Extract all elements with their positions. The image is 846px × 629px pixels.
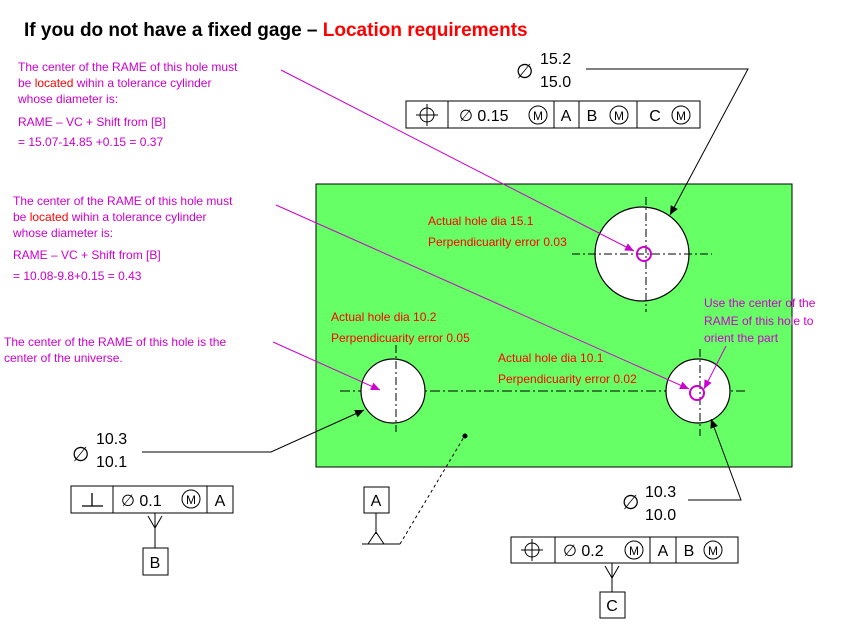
right-hole [665, 358, 731, 424]
page-title: If you do not have a fixed gage – Locati… [24, 20, 528, 41]
svg-text:B: B [587, 108, 598, 125]
leader-note-orient [703, 345, 727, 390]
leader-dim-big-hole [586, 68, 749, 216]
svg-text:10.3: 10.3 [96, 431, 127, 448]
svg-text:B: B [150, 555, 161, 572]
actual-big-hole: Actual hole dia 15.1 Perpendicuarity err… [428, 214, 567, 249]
svg-text:RAME – VC + Shift from [B]: RAME – VC + Shift from [B] [13, 248, 161, 262]
svg-text:The center of the RAME of this: The center of the RAME of this hole must [13, 194, 233, 208]
leader-dim-right-hole [688, 418, 742, 501]
svg-text:Perpendicuarity error 0.05: Perpendicuarity error 0.05 [331, 331, 470, 345]
svg-text:be located wihin a tolerance c: be located wihin a tolerance cylinder [18, 76, 211, 90]
svg-text:∅ 0.15: ∅ 0.15 [459, 108, 509, 125]
svg-text:M: M [533, 109, 543, 123]
position-icon [521, 539, 543, 561]
svg-text:∅ 0.2: ∅ 0.2 [563, 543, 604, 560]
actual-right-hole: Actual hole dia 10.1 Perpendicuarity err… [498, 351, 637, 386]
svg-text:Perpendicuarity error 0.02: Perpendicuarity error 0.02 [498, 372, 637, 386]
svg-text:M: M [708, 544, 718, 558]
svg-text:center of the universe.: center of the universe. [4, 351, 123, 365]
svg-text:M: M [629, 544, 639, 558]
svg-text:A: A [561, 108, 572, 125]
svg-text:A: A [658, 543, 669, 560]
svg-text:Actual hole dia 10.1: Actual hole dia 10.1 [498, 351, 604, 365]
svg-text:M: M [614, 109, 624, 123]
datum-c-box [599, 591, 626, 619]
svg-text:The center of the RAME of this: The center of the RAME of this hole must [18, 60, 238, 74]
leader-dim-left-hole [142, 409, 365, 453]
note-right-hole: The center of the RAME of this hole must… [12, 194, 233, 283]
svg-text:∅: ∅ [516, 61, 533, 83]
leader-note-left-hole [272, 341, 381, 391]
dim-big-hole: ∅ 15.2 15.0 [516, 51, 571, 91]
svg-text:whose diameter is:: whose diameter is: [17, 92, 118, 106]
dim-right-hole: ∅ 10.3 10.0 [622, 484, 676, 524]
svg-text:Actual hole dia 15.1: Actual hole dia 15.1 [428, 214, 534, 228]
svg-text:15.2: 15.2 [540, 51, 571, 68]
note-orient: Use the center of the RAME of this hole … [704, 296, 816, 345]
svg-text:M: M [186, 493, 196, 507]
fcf-right-hole: ∅ 0.2 M A B M C [510, 536, 739, 619]
svg-text:B: B [684, 543, 695, 560]
svg-text:10.0: 10.0 [645, 507, 676, 524]
actual-left-hole: Actual hole dia 10.2 Perpendicuarity err… [331, 310, 470, 345]
svg-text:∅: ∅ [622, 492, 639, 514]
datum-b-box [142, 547, 169, 576]
svg-text:RAME of this hole to: RAME of this hole to [704, 314, 814, 328]
svg-text:Use the center of the: Use the center of the [704, 296, 816, 310]
svg-text:M: M [676, 109, 686, 123]
svg-text:Actual hole dia 10.2: Actual hole dia 10.2 [331, 310, 437, 324]
position-icon [416, 104, 438, 126]
svg-text:be located wihin a tolerance c: be located wihin a tolerance cylinder [13, 210, 206, 224]
leader-note-big-hole [280, 69, 635, 252]
svg-text:A: A [371, 493, 382, 510]
svg-text:orient the part: orient the part [704, 331, 779, 345]
left-hole [360, 358, 426, 424]
svg-text:10.3: 10.3 [645, 484, 676, 501]
svg-text:∅ 0.1: ∅ 0.1 [121, 493, 162, 510]
fcf-big-hole: ∅ 0.15 M A B M C M [405, 100, 701, 129]
svg-text:A: A [215, 493, 226, 510]
note-big-hole: The center of the RAME of this hole must… [17, 60, 238, 149]
right-hole-rame-center [689, 385, 705, 401]
svg-text:∅: ∅ [72, 444, 89, 466]
svg-text:= 10.08-9.8+0.15 = 0.43: = 10.08-9.8+0.15 = 0.43 [13, 269, 142, 283]
svg-text:10.1: 10.1 [96, 454, 127, 471]
svg-text:= 15.07-14.85 +0.15 = 0.37: = 15.07-14.85 +0.15 = 0.37 [18, 135, 163, 149]
big-hole-rame-center [636, 246, 652, 262]
datum-a-symbol: A [362, 433, 468, 545]
svg-text:C: C [649, 108, 661, 125]
svg-text:The center of the RAME of this: The center of the RAME of this hole is t… [4, 335, 226, 349]
svg-text:Perpendicuarity error 0.03: Perpendicuarity error 0.03 [428, 235, 567, 249]
svg-text:C: C [606, 598, 618, 615]
svg-text:whose diameter is:: whose diameter is: [12, 226, 113, 240]
svg-text:15.0: 15.0 [540, 74, 571, 91]
svg-text:RAME – VC + Shift from [B]: RAME – VC + Shift from [B] [18, 115, 166, 129]
note-left-hole: The center of the RAME of this hole is t… [4, 335, 226, 365]
fcf-left-hole: ∅ 0.1 M A B [70, 485, 234, 576]
leader-note-right-hole [275, 204, 690, 390]
perpendicularity-icon [82, 493, 103, 507]
dim-left-hole: ∅ 10.3 10.1 [72, 431, 127, 471]
